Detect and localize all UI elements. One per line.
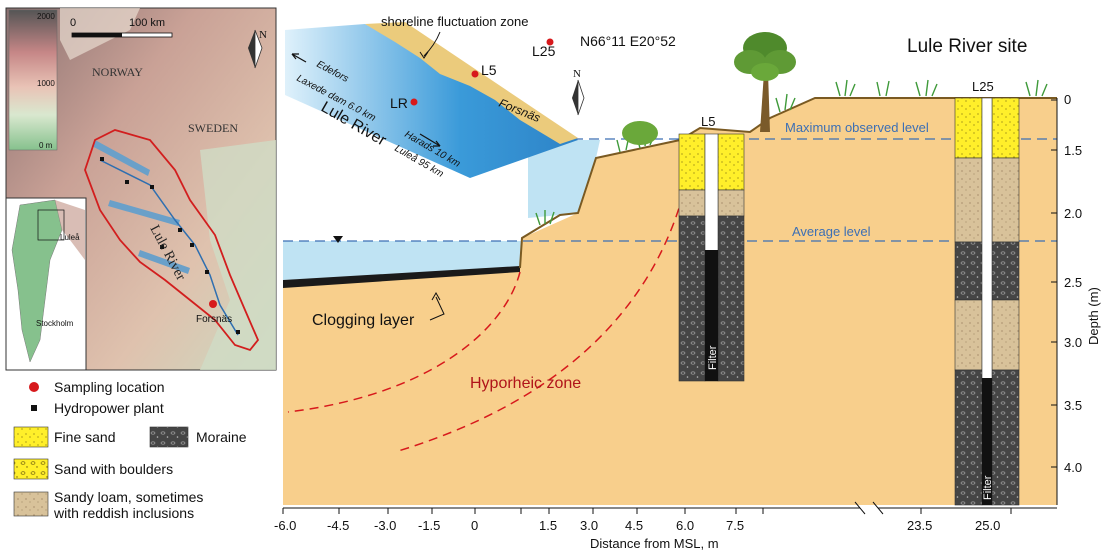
elev-tick-1000: 1000 xyxy=(37,79,55,88)
map-north-label: N xyxy=(259,29,267,41)
max-level-label: Maximum observed level xyxy=(785,120,929,135)
forsnas-sample-dot xyxy=(209,300,217,308)
clogging-layer xyxy=(283,266,520,288)
x-tick: 4.5 xyxy=(625,518,643,533)
scale-bar-start: 0 xyxy=(70,17,76,29)
inset-city-lulea: Luleå xyxy=(60,233,80,242)
map-lake xyxy=(108,200,180,226)
hyporheic-boundary-inner xyxy=(287,271,521,413)
hydropower-markers xyxy=(100,157,240,334)
plan-north-label: N xyxy=(573,68,581,80)
x-tick: 7.5 xyxy=(726,518,744,533)
clogging-pointer xyxy=(429,296,445,321)
site-plan-map: shoreline fluctuation zone L5 LR L25 For… xyxy=(285,14,585,180)
legend-fine-sand: Fine sand xyxy=(54,429,115,445)
point-lr-label: LR xyxy=(390,95,408,111)
well-l5: Filter xyxy=(678,133,745,382)
map-lake xyxy=(92,140,150,176)
map-country-norway: NORWAY xyxy=(92,65,143,79)
y-tick: 4.0 xyxy=(1064,460,1082,475)
y-tick: 3.5 xyxy=(1064,398,1082,413)
scale-bar-end: 100 km xyxy=(129,17,165,29)
legend-hydro-marker xyxy=(31,405,37,411)
downstream-arrow-icon xyxy=(419,133,441,147)
x-tick: 6.0 xyxy=(676,518,694,533)
l5-filter xyxy=(705,250,718,381)
x-tick: -6.0 xyxy=(274,518,296,533)
map-lowland xyxy=(200,140,276,370)
legend: Sampling location Hydropower plant Fine … xyxy=(13,379,247,521)
y-tick: 3.0 xyxy=(1064,335,1082,350)
x-tick: 23.5 xyxy=(907,518,932,533)
y-tick: 2.0 xyxy=(1064,206,1082,221)
well-label-l5: L5 xyxy=(701,114,715,129)
x-tick: -1.5 xyxy=(418,518,440,533)
river-plan-water xyxy=(285,24,578,178)
well-l25: Filter xyxy=(954,97,1020,506)
legend-loam-2: with reddish inclusions xyxy=(53,505,194,521)
shrub-icon xyxy=(622,121,658,145)
point-l25-dot xyxy=(546,38,554,46)
point-lr-dot xyxy=(410,98,418,106)
x-axis: -6.0 -4.5 -3.0 -1.5 0 1.5 3.0 4.5 6.0 7.… xyxy=(274,501,1057,551)
legend-boulder-swatch xyxy=(13,458,49,480)
legend-fine-sand-swatch xyxy=(13,426,49,448)
x-tick: 0 xyxy=(471,518,478,533)
axis-break-icon xyxy=(854,501,884,515)
l5-filter-label: Filter xyxy=(707,345,719,370)
hyporheic-label: Hyporheic zone xyxy=(470,375,581,392)
water-level-marker-icon xyxy=(333,236,343,243)
inset-map: Luleå Stockholm xyxy=(5,197,87,371)
legend-loam-swatch xyxy=(13,491,49,517)
elev-tick-2000: 2000 xyxy=(37,12,55,21)
x-tick: 1.5 xyxy=(539,518,557,533)
cross-section: Filter Filter xyxy=(283,32,1057,506)
y-tick: 1.5 xyxy=(1064,143,1082,158)
y-tick: 0 xyxy=(1064,92,1071,107)
shoreline-label: shoreline fluctuation zone xyxy=(381,14,528,29)
y-axis-label: Depth (m) xyxy=(1086,287,1101,345)
point-l25-label: L25 xyxy=(532,43,556,59)
shoreline-zone xyxy=(365,22,578,144)
location-map: Forsnäs Lule River NORWAY SWEDEN 0 100 k… xyxy=(5,7,277,371)
clogging-label: Clogging layer xyxy=(312,312,415,329)
map-country-sweden: SWEDEN xyxy=(188,121,238,135)
legend-sample-dot xyxy=(29,382,39,392)
average-level-label: Average level xyxy=(792,224,871,239)
site-title: Lule River site xyxy=(907,36,1027,57)
catchment-boundary xyxy=(84,129,260,352)
well-label-l25: L25 xyxy=(972,79,994,94)
inset-city-stockholm: Stockholm xyxy=(36,319,74,328)
x-tick: 25.0 xyxy=(975,518,1000,533)
point-l5-dot xyxy=(471,70,479,78)
x-tick: 3.0 xyxy=(580,518,598,533)
vegetation xyxy=(535,79,1048,226)
elevation-colorbar xyxy=(8,9,58,151)
y-axis: 0 1.5 2.0 2.5 3.0 3.5 4.0 Depth (m) xyxy=(1051,92,1101,505)
map-site-label: Forsnäs xyxy=(196,314,232,325)
y-tick: 2.5 xyxy=(1064,275,1082,290)
x-tick: -4.5 xyxy=(327,518,349,533)
x-axis-label: Distance from MSL, m xyxy=(590,536,719,551)
x-tick: -3.0 xyxy=(374,518,396,533)
legend-moraine: Moraine xyxy=(196,429,247,445)
legend-hydro: Hydropower plant xyxy=(54,400,164,416)
elev-tick-0: 0 m xyxy=(39,141,53,150)
legend-loam-1: Sandy loam, sometimes xyxy=(54,489,203,505)
point-l5-label: L5 xyxy=(481,62,497,78)
l25-filter xyxy=(982,378,992,505)
tree-icon xyxy=(734,32,796,132)
soil-body xyxy=(283,98,1057,505)
legend-moraine-swatch xyxy=(149,426,189,448)
l25-filter-label: Filter xyxy=(982,475,994,500)
shoreline-pointer xyxy=(423,31,441,57)
map-lake xyxy=(138,250,190,274)
legend-boulders: Sand with boulders xyxy=(54,461,173,477)
legend-sampling: Sampling location xyxy=(54,379,165,395)
coordinates-label: N66°11 E20°52 xyxy=(580,33,676,49)
upstream-arrow-icon xyxy=(291,53,307,63)
